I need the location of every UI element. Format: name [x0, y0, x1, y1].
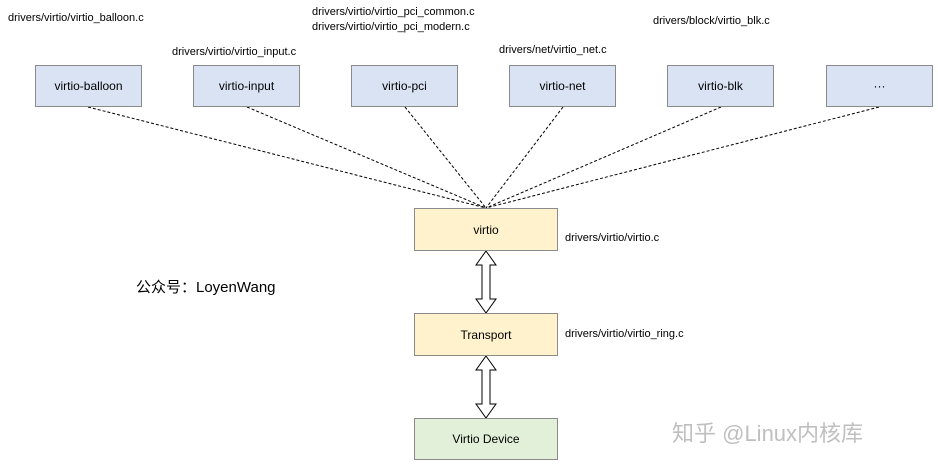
- watermark-loyenwang: 公众号：LoyenWang: [136, 279, 276, 296]
- bidirectional-arrow: [475, 355, 497, 419]
- transport-box: Transport: [414, 313, 558, 356]
- path-label-transport: drivers/virtio/virtio_ring.c: [565, 328, 684, 340]
- bidirectional-arrow: [475, 250, 497, 314]
- virtio-core-label: virtio: [473, 222, 499, 237]
- path-label-virtio-core: drivers/virtio/virtio.c: [565, 232, 660, 244]
- driver-box-more: ···: [826, 65, 933, 107]
- driver-label: virtio-pci: [382, 79, 427, 93]
- driver-label: virtio-blk: [698, 79, 743, 93]
- path-label-virtio-pci-modern: drivers/virtio/virtio_pci_modern.c: [312, 21, 470, 33]
- watermark-zhihu: 知乎 @Linux内核库: [672, 421, 864, 446]
- driver-box-virtio-input: virtio-input: [193, 65, 300, 107]
- driver-label: virtio-net: [539, 79, 586, 93]
- dashed-connector: [87, 106, 487, 209]
- path-label-virtio-input: drivers/virtio/virtio_input.c: [172, 46, 297, 58]
- dashed-connector: [485, 106, 564, 209]
- driver-box-virtio-balloon: virtio-balloon: [35, 65, 142, 107]
- dashed-connector: [404, 106, 487, 209]
- dashed-connector: [485, 106, 722, 209]
- driver-label: virtio-input: [218, 79, 275, 93]
- driver-box-virtio-pci: virtio-pci: [351, 65, 458, 107]
- path-label-virtio-blk: drivers/block/virtio_blk.c: [653, 15, 770, 27]
- path-label-virtio-pci-common: drivers/virtio/virtio_pci_common.c: [312, 6, 475, 18]
- path-label-virtio-net: drivers/net/virtio_net.c: [499, 44, 607, 56]
- dashed-connector: [485, 106, 880, 209]
- driver-box-virtio-net: virtio-net: [509, 65, 616, 107]
- path-label-virtio-balloon: drivers/virtio/virtio_balloon.c: [8, 12, 144, 24]
- transport-label: Transport: [460, 327, 512, 342]
- virtio-core-box: virtio: [414, 208, 558, 251]
- driver-label: virtio-balloon: [54, 79, 123, 93]
- dashed-connector: [246, 106, 487, 209]
- ellipsis-label: ···: [873, 79, 886, 93]
- virtio-device-label: Virtio Device: [452, 432, 520, 446]
- driver-box-virtio-blk: virtio-blk: [667, 65, 774, 107]
- virtio-device-box: Virtio Device: [414, 418, 558, 460]
